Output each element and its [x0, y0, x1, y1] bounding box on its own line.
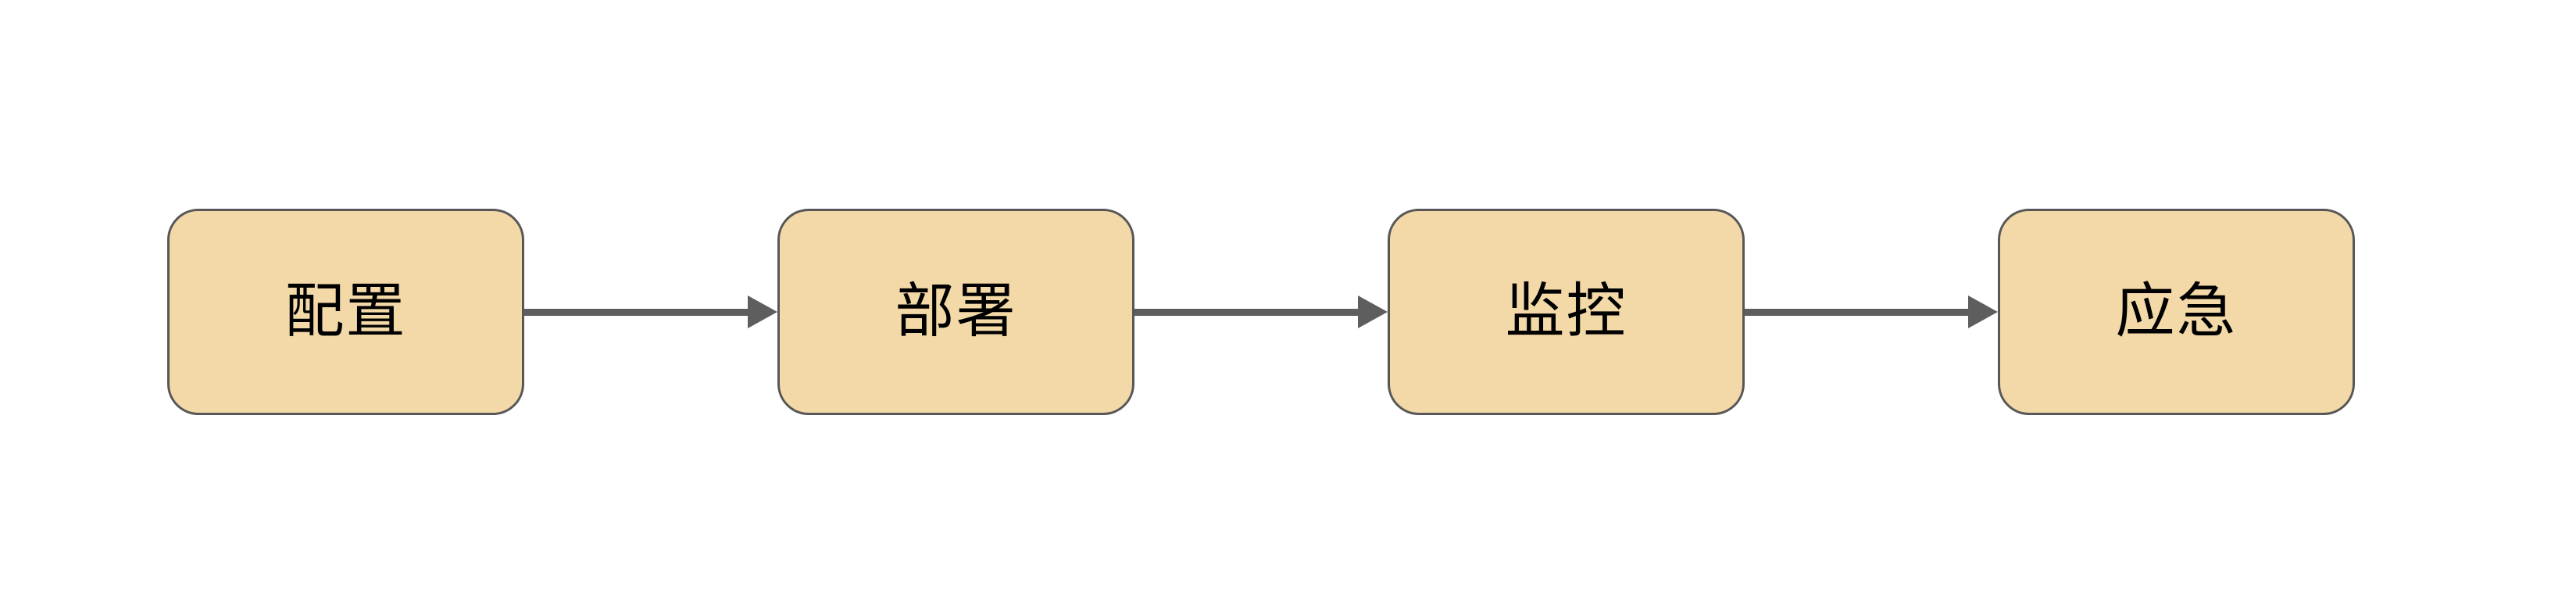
- arrow-head-icon: [1358, 295, 1388, 328]
- flow-node-emergency: 应急: [1998, 209, 2355, 415]
- arrow-head-icon: [1968, 295, 1998, 328]
- node-label-deploy: 部署: [895, 278, 1017, 345]
- arrow-deploy-to-monitor: [1134, 295, 1388, 328]
- arrow-monitor-to-emergency: [1745, 295, 1998, 328]
- arrow-shaft: [1745, 308, 1970, 316]
- arrow-shaft: [524, 308, 749, 316]
- flow-node-config: 配置: [167, 209, 524, 415]
- arrow-head-icon: [748, 295, 777, 328]
- arrow-config-to-deploy: [524, 295, 777, 328]
- node-label-monitor: 监控: [1505, 278, 1627, 345]
- node-label-config: 配置: [284, 278, 407, 345]
- flow-node-deploy: 部署: [777, 209, 1134, 415]
- flow-node-monitor: 监控: [1388, 209, 1745, 415]
- arrow-shaft: [1134, 308, 1359, 316]
- node-label-emergency: 应急: [2115, 278, 2238, 345]
